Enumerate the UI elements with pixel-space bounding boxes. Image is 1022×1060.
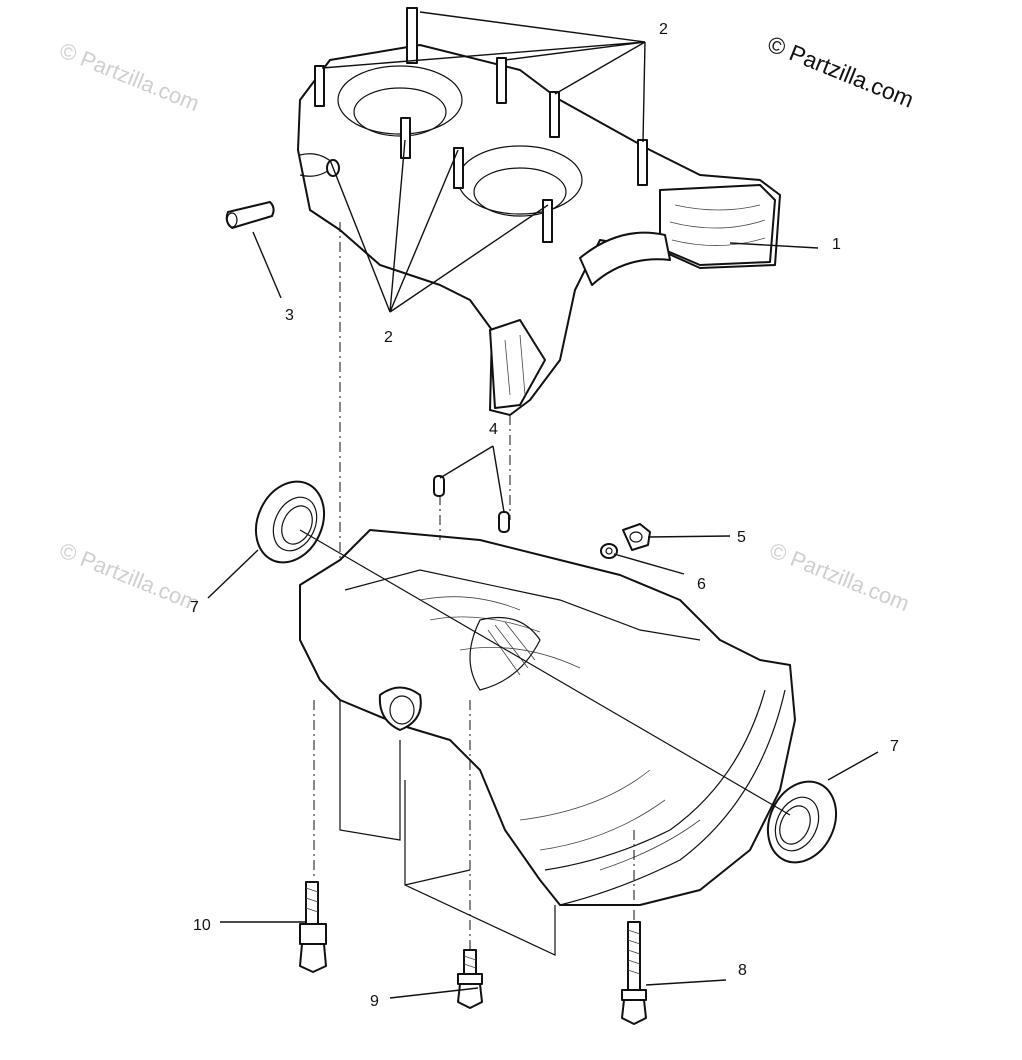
callout-4: 4	[489, 421, 498, 438]
cylinder-studs	[314, 7, 648, 243]
upper-crankcase	[297, 7, 781, 416]
watermark-mid-left: © Partzilla.com	[56, 537, 203, 616]
callout-5: 5	[737, 529, 746, 546]
lower-crankcase	[299, 529, 796, 956]
brand-mark: © Partzilla.com	[764, 31, 917, 113]
callout-2-bottom: 2	[384, 329, 393, 346]
dowel-pins	[433, 475, 510, 533]
drain-plug	[622, 523, 651, 551]
callout-7-right: 7	[890, 738, 899, 755]
crankshaft-seal-right	[766, 780, 838, 864]
alignment-lines	[299, 222, 791, 950]
callout-1: 1	[832, 236, 841, 253]
drain-washer	[600, 543, 618, 559]
watermark-top-left: © Partzilla.com	[56, 37, 203, 116]
callout-3: 3	[285, 307, 294, 324]
callout-9: 9	[370, 993, 379, 1010]
callout-6: 6	[697, 576, 706, 593]
callout-10: 10	[193, 917, 211, 934]
crankshaft-seal-left	[254, 480, 326, 564]
callout-7-left: 7	[190, 599, 199, 616]
callout-2-top: 2	[659, 21, 668, 38]
callout-labels: 1 2 2 3 4 5 6 7 7 8 9 10	[190, 21, 899, 1010]
long-bolt	[621, 921, 647, 1025]
crankcase-sleeve	[225, 201, 275, 229]
watermark-mid-right: © Partzilla.com	[766, 537, 913, 616]
medium-bolt	[299, 881, 327, 973]
leader-lines	[207, 11, 879, 999]
callout-8: 8	[738, 962, 747, 979]
short-bolt	[457, 949, 483, 1009]
